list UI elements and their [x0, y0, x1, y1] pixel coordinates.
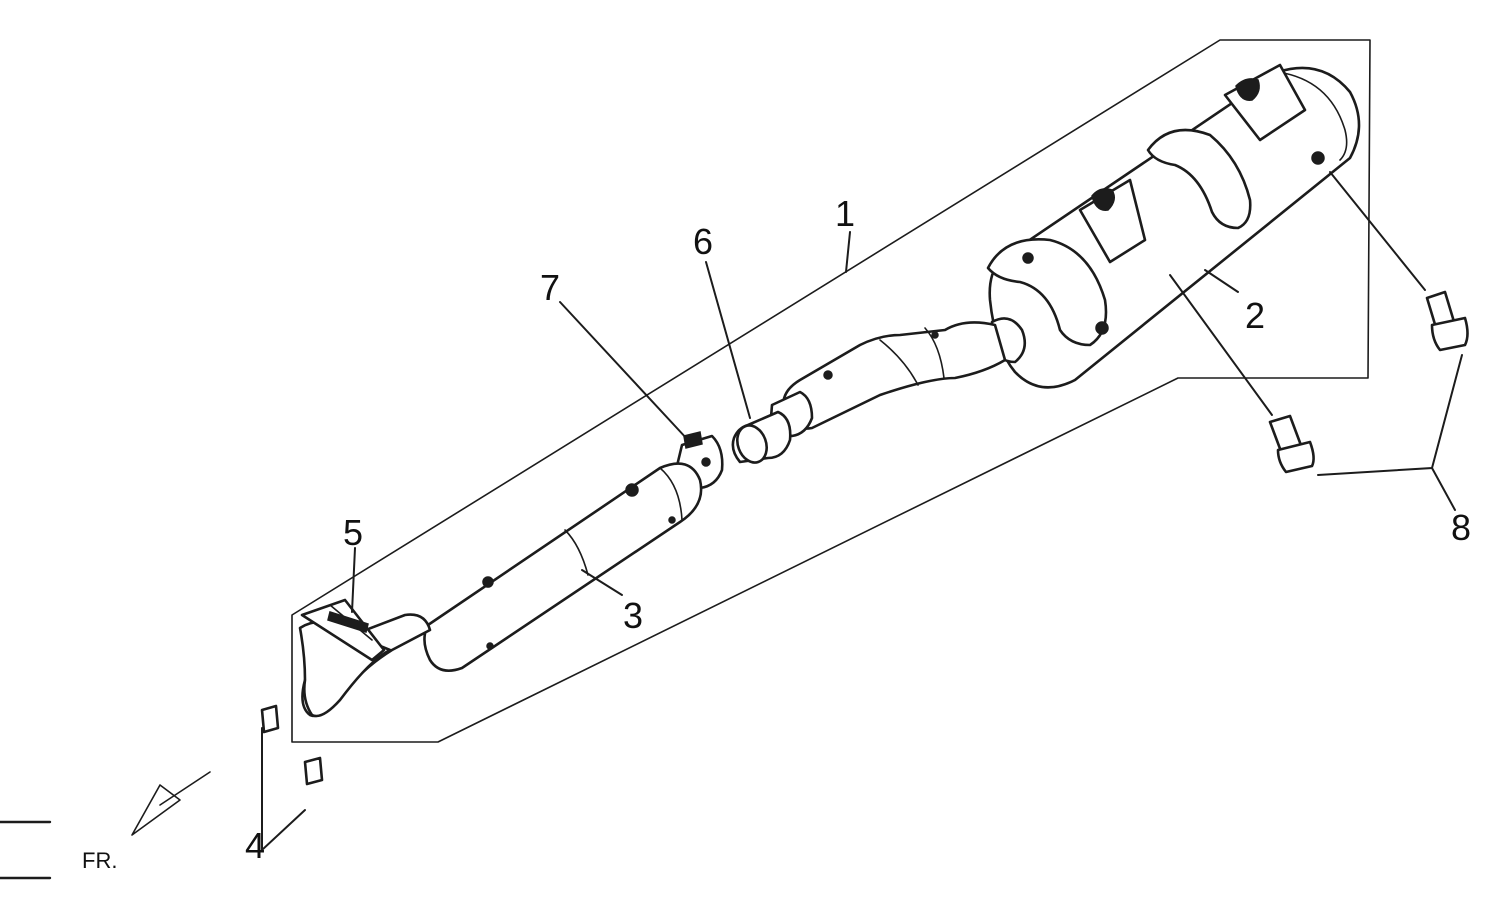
callout-7: 7: [540, 267, 560, 308]
callout-8: 8: [1451, 507, 1471, 548]
front-direction-arrow: FR.: [82, 771, 211, 873]
callout-5: 5: [343, 512, 363, 553]
leader-1: [845, 231, 851, 273]
callout-1: 1: [835, 193, 855, 234]
leader-8-upper: [1329, 171, 1426, 291]
front-pipe-part-3: [298, 462, 703, 718]
stud-bolts-part-4: [260, 704, 324, 786]
gasket-ring-part-6: [731, 410, 792, 464]
leader-3: [581, 569, 623, 596]
front-direction-label: FR.: [82, 848, 117, 873]
leader-7: [559, 301, 689, 441]
assembly-1-boundary: [291, 39, 1371, 743]
bolts-part-8: [1268, 290, 1469, 474]
leader-2-bolt: [1169, 274, 1273, 416]
callout-3: 3: [623, 595, 643, 636]
callout-6: 6: [693, 221, 713, 262]
leader-5: [351, 547, 356, 613]
leader-8: [1317, 354, 1463, 476]
callout-4: 4: [245, 825, 265, 866]
leader-2: [1204, 269, 1239, 293]
leader-6: [705, 261, 751, 419]
leader-4: [261, 727, 306, 853]
connecting-pipe: [768, 321, 1007, 438]
callout-2: 2: [1245, 295, 1265, 336]
leader-8-stem: [1431, 467, 1456, 511]
muffler-part-2: [986, 63, 1361, 389]
